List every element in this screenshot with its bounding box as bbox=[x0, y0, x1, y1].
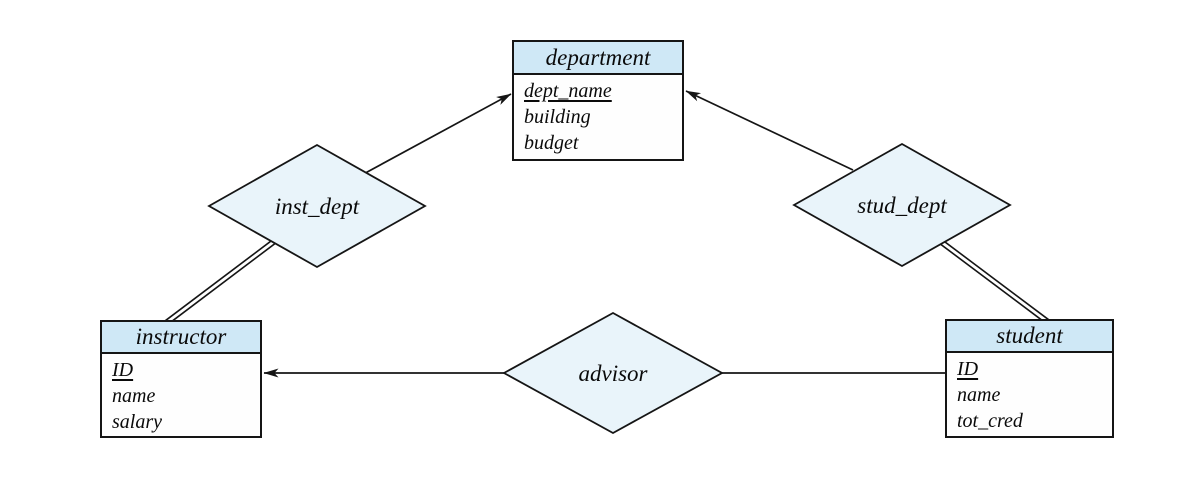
attribute-instructor-name: name bbox=[112, 385, 156, 407]
entity-student-attributes: ID name tot_cred bbox=[947, 353, 1112, 434]
relationship-label-advisor: advisor bbox=[578, 361, 648, 386]
entity-department-attributes: dept_name building budget bbox=[514, 75, 682, 156]
relationship-label-inst-dept: inst_dept bbox=[274, 194, 360, 219]
attribute-dept-name: dept_name bbox=[524, 80, 612, 102]
attribute-budget: budget bbox=[524, 132, 579, 154]
edge-instructor-to-inst-dept-double-line bbox=[160, 231, 286, 329]
edge-inst-dept-to-department-arrow bbox=[357, 93, 512, 178]
entity-department-title: department bbox=[514, 42, 682, 75]
attribute-instructor-id: ID bbox=[112, 359, 134, 381]
attribute-tot-cred: tot_cred bbox=[957, 410, 1023, 432]
entity-instructor-title: instructor bbox=[102, 322, 260, 354]
entity-instructor-attributes: ID name salary bbox=[102, 354, 260, 435]
relationship-diamond-inst-dept bbox=[207, 143, 427, 269]
edge-student-to-stud-dept-double-line bbox=[926, 229, 1054, 328]
entity-student: student ID name tot_cred bbox=[945, 319, 1114, 438]
relationship-diamond-advisor bbox=[502, 311, 724, 435]
edge-stud-dept-to-department-arrow bbox=[685, 90, 854, 171]
entity-student-title: student bbox=[947, 321, 1112, 353]
relationship-diamond-stud-dept bbox=[792, 142, 1012, 268]
attribute-salary: salary bbox=[112, 411, 162, 433]
entity-department: department dept_name building budget bbox=[512, 40, 684, 161]
attribute-building: building bbox=[524, 106, 591, 128]
relationship-label-stud-dept: stud_dept bbox=[857, 193, 947, 218]
attribute-student-name: name bbox=[957, 384, 1001, 406]
attribute-student-id: ID bbox=[957, 358, 979, 380]
entity-instructor: instructor ID name salary bbox=[100, 320, 262, 438]
